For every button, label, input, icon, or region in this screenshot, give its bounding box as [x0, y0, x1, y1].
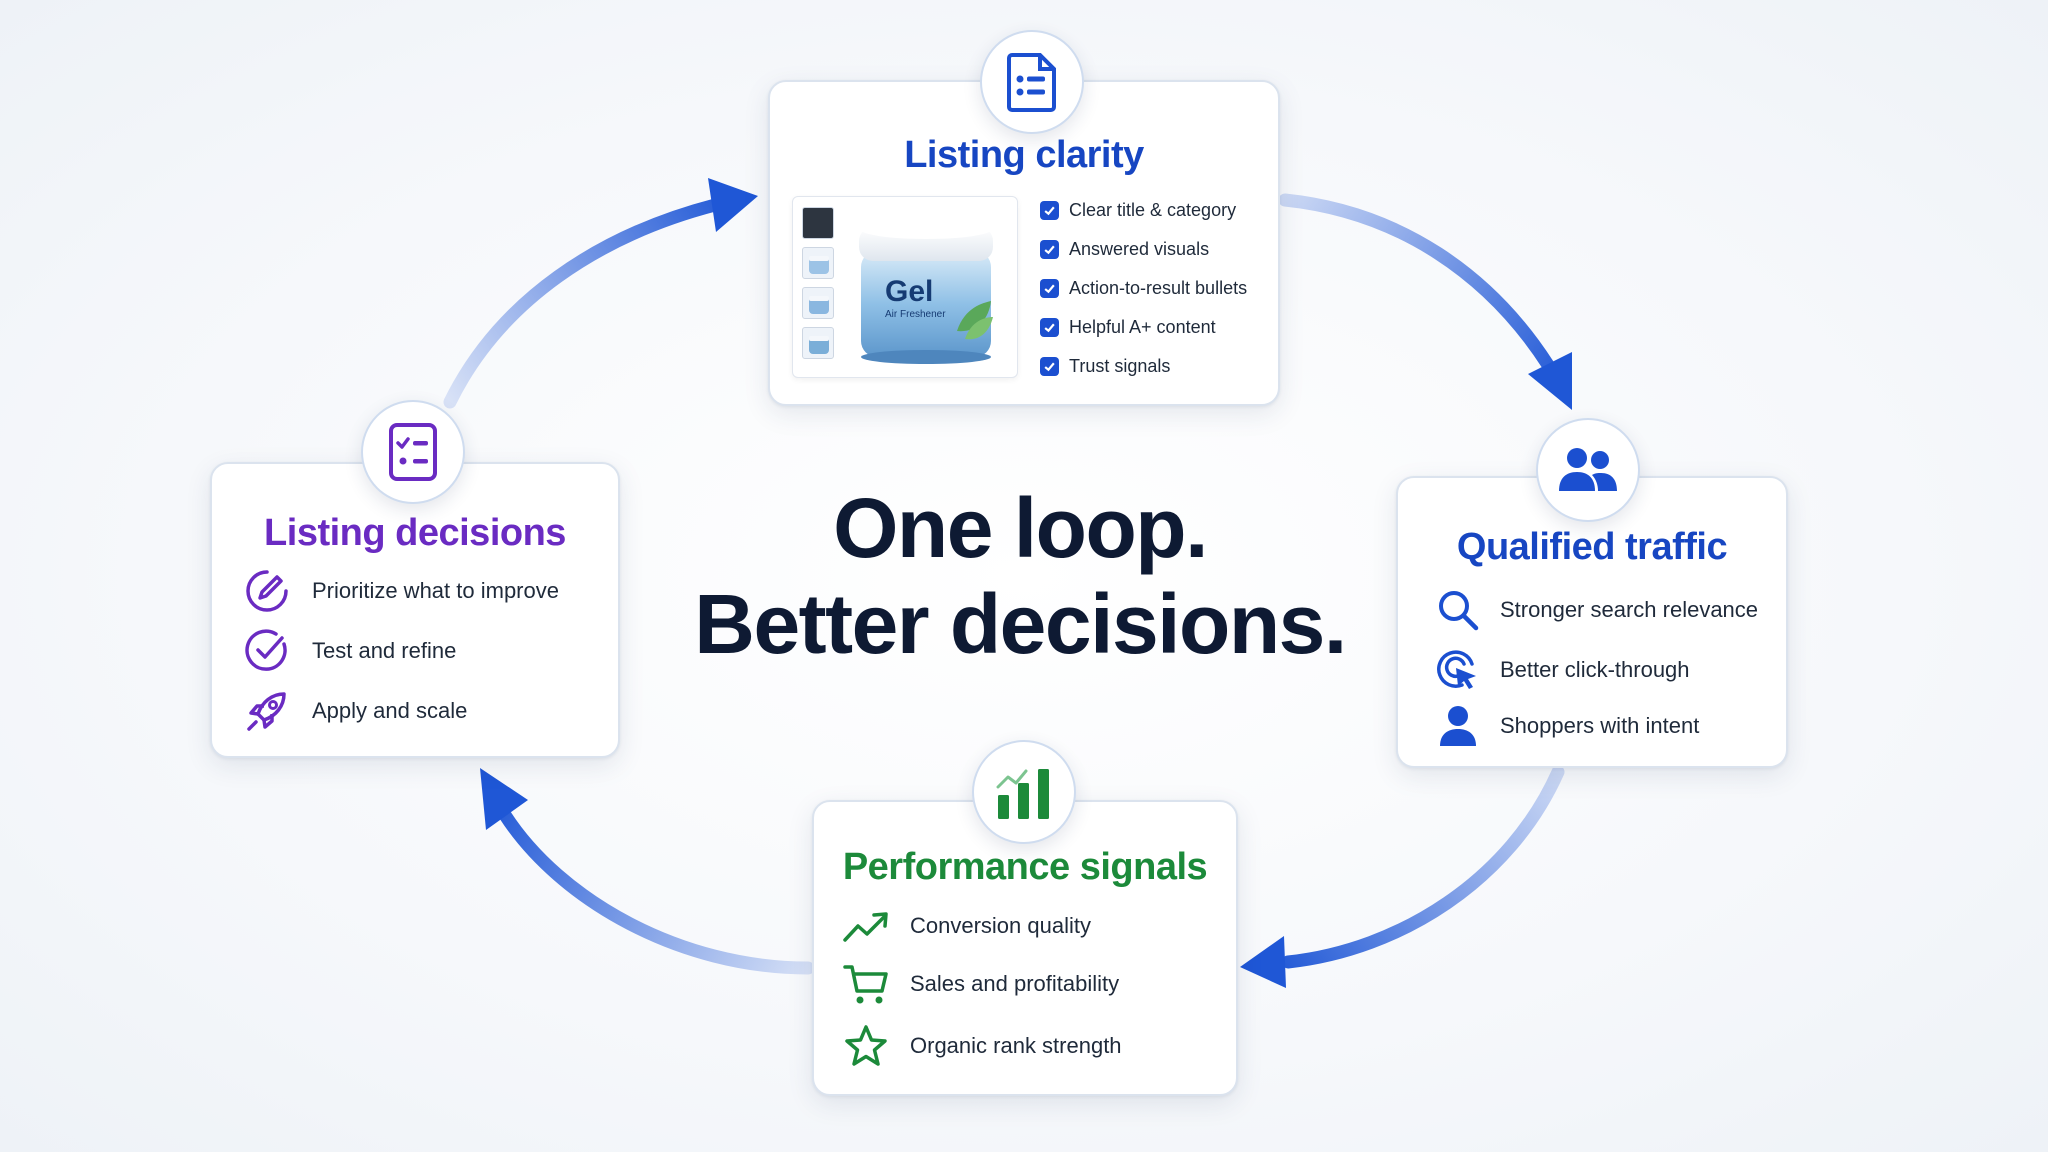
checklist-item: Action-to-result bullets [1040, 278, 1247, 299]
users-icon [1536, 418, 1640, 522]
arrow-decisions-to-clarity [443, 198, 722, 409]
decisions-item: Prioritize what to improve [244, 568, 559, 614]
product-thumbnail[interactable] [802, 287, 834, 319]
arrowhead-to-decisions [480, 768, 528, 830]
arrow-clarity-to-traffic [1278, 193, 1555, 372]
checkbox-checked-icon[interactable] [1040, 357, 1059, 376]
traffic-item-label: Stronger search relevance [1500, 597, 1759, 622]
star-icon [842, 1024, 890, 1068]
product-image[interactable] [845, 211, 1009, 367]
rocket-icon [244, 688, 290, 734]
traffic-item: Shoppers with intent [1436, 704, 1699, 748]
checkbox-checked-icon[interactable] [1040, 201, 1059, 220]
checklist-item: Answered visuals [1040, 239, 1209, 260]
performance-item: Sales and profitability [842, 962, 1119, 1006]
listing-decisions-card: Listing decisions Prioritize what to imp… [210, 462, 620, 758]
traffic-item: Better click-through [1436, 648, 1690, 692]
traffic-item: Stronger search relevance [1436, 588, 1758, 632]
performance-item-label: Organic rank strength [910, 1033, 1122, 1058]
product-thumbnail[interactable] [802, 327, 834, 359]
decisions-item-label: Test and refine [312, 638, 457, 663]
edit-pen-icon [244, 568, 290, 614]
target-cursor-icon [1436, 648, 1480, 692]
checklist-item: Trust signals [1040, 356, 1170, 377]
person-icon [1436, 704, 1480, 748]
check-circle-icon [244, 628, 290, 674]
checklist-label: Answered visuals [1069, 239, 1210, 259]
performance-item-label: Sales and profitability [910, 971, 1120, 996]
arrowhead-to-traffic [1528, 352, 1572, 410]
performance-item-label: Conversion quality [910, 913, 1091, 938]
arrowhead-to-clarity [708, 178, 758, 232]
search-icon [1436, 588, 1480, 632]
headline-line-2: Better decisions. [694, 577, 1347, 671]
traffic-item-label: Better click-through [1500, 657, 1690, 682]
checkbox-checked-icon[interactable] [1040, 318, 1059, 337]
headline: One loop. Better decisions. [620, 480, 1420, 672]
traffic-item-label: Shoppers with intent [1500, 713, 1700, 738]
document-list-icon [980, 30, 1084, 134]
checklist-label: Helpful A+ content [1069, 317, 1216, 337]
checkbox-checked-icon[interactable] [1040, 240, 1059, 259]
decisions-item-label: Prioritize what to improve [312, 578, 559, 603]
qualified-traffic-title: Qualified traffic [1456, 526, 1728, 568]
checklist-item: Helpful A+ content [1040, 317, 1216, 338]
decisions-item-label: Apply and scale [312, 698, 468, 723]
performance-signals-card: Performance signals Conversion quality S… [812, 800, 1238, 1096]
performance-item: Conversion quality [842, 904, 1091, 948]
arrow-traffic-to-performance [1281, 765, 1565, 969]
decisions-item: Apply and scale [244, 688, 467, 734]
product-gallery: Gel Air Freshener [792, 196, 1018, 378]
product-subtitle-label: Air Freshener [885, 309, 946, 320]
qualified-traffic-card: Qualified traffic Stronger search releva… [1396, 476, 1788, 768]
listing-clarity-title: Listing clarity [904, 134, 1144, 176]
product-thumbnail[interactable] [802, 207, 834, 239]
decisions-item: Test and refine [244, 628, 456, 674]
checkbox-checked-icon[interactable] [1040, 279, 1059, 298]
checklist-item: Clear title & category [1040, 200, 1236, 221]
arrow-performance-to-decisions [498, 808, 815, 975]
checklist-icon [361, 400, 465, 504]
performance-item: Organic rank strength [842, 1024, 1122, 1068]
listing-decisions-title: Listing decisions [264, 512, 566, 554]
trend-up-icon [842, 904, 890, 948]
cart-icon [842, 962, 890, 1006]
bar-chart-icon [972, 740, 1076, 844]
checklist-label: Action-to-result bullets [1069, 278, 1248, 298]
listing-clarity-card: Listing clarity [768, 80, 1280, 406]
arrowhead-to-performance [1240, 936, 1286, 988]
headline-line-1: One loop. [833, 481, 1208, 575]
performance-signals-title: Performance signals [842, 846, 1208, 888]
product-thumbnail[interactable] [802, 247, 834, 279]
product-brand-label: Gel [885, 275, 934, 308]
checklist-label: Clear title & category [1069, 200, 1237, 220]
checklist-label: Trust signals [1069, 356, 1171, 376]
